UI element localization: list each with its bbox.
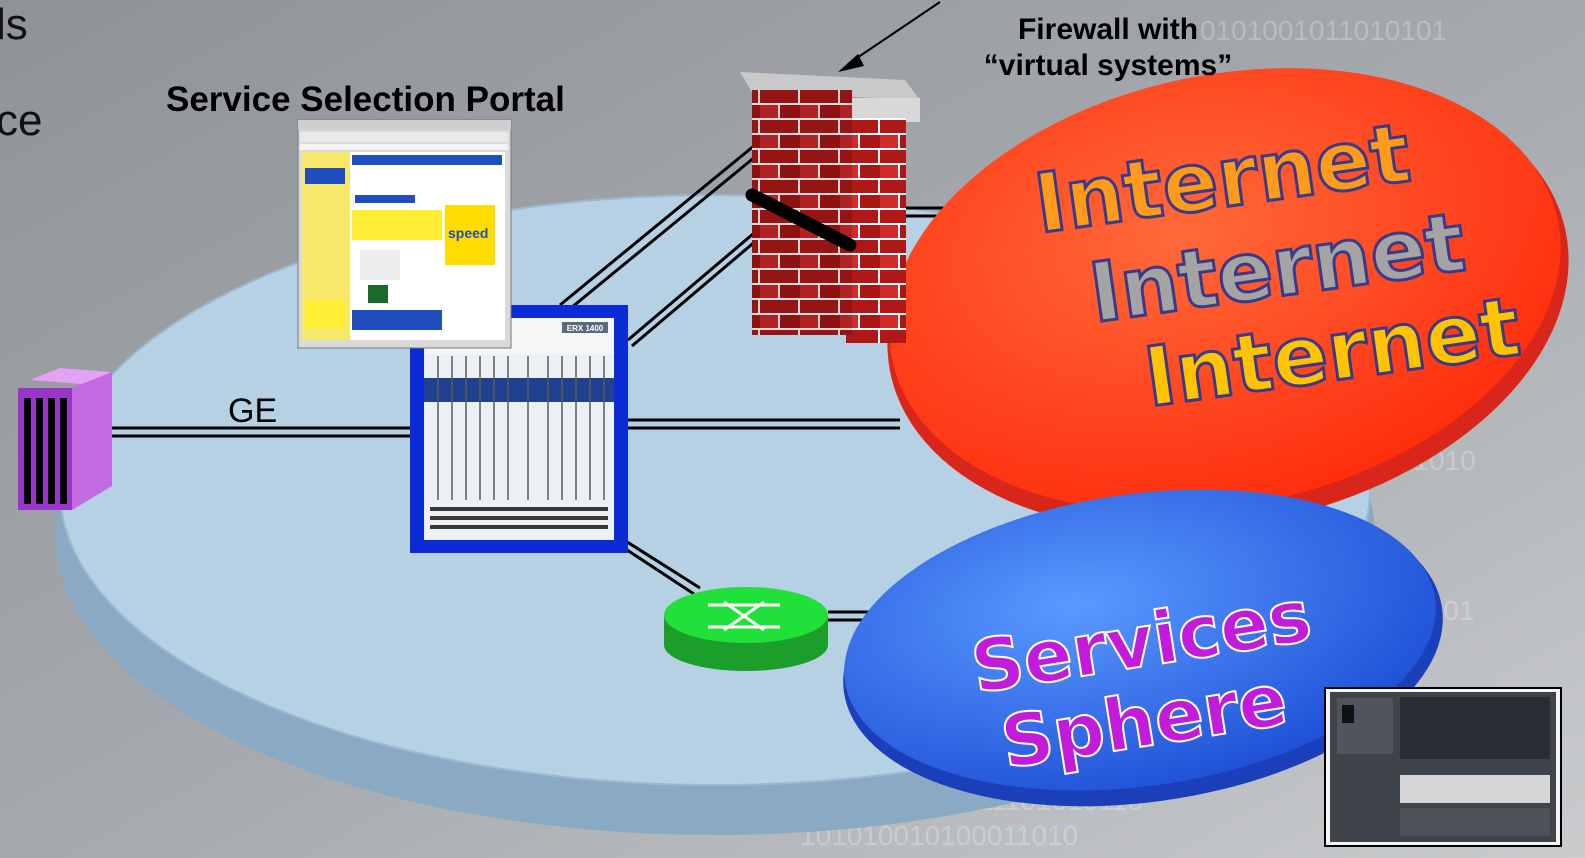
speed-text: speed: [448, 225, 488, 241]
services-cloud: [843, 489, 1443, 807]
cut-off-text-1: ls: [0, 0, 28, 49]
firewall-label-line2: “virtual systems”: [983, 49, 1233, 82]
switch-icon: [664, 587, 828, 671]
svg-text:ERX 1400: ERX 1400: [567, 324, 604, 333]
svg-text:0101001011010101: 0101001011010101: [1200, 15, 1447, 46]
browser-screenshot-icon: speed: [297, 119, 512, 349]
firewall-icon: [740, 1, 941, 343]
ge-link-label: GE: [228, 392, 278, 430]
links: [112, 143, 960, 622]
firewall-label-line1: Firewall with: [1017, 13, 1199, 46]
cut-off-text-2: ce: [0, 96, 43, 145]
router-chassis-icon: ERX 1400: [410, 305, 628, 553]
firewall-label: Firewall with “virtual systems”: [958, 12, 1258, 84]
portal-title: Service Selection Portal: [166, 80, 565, 119]
server-icon: [18, 368, 112, 510]
internet-cloud: [887, 68, 1569, 531]
server-appliance-icon: [1324, 687, 1562, 847]
